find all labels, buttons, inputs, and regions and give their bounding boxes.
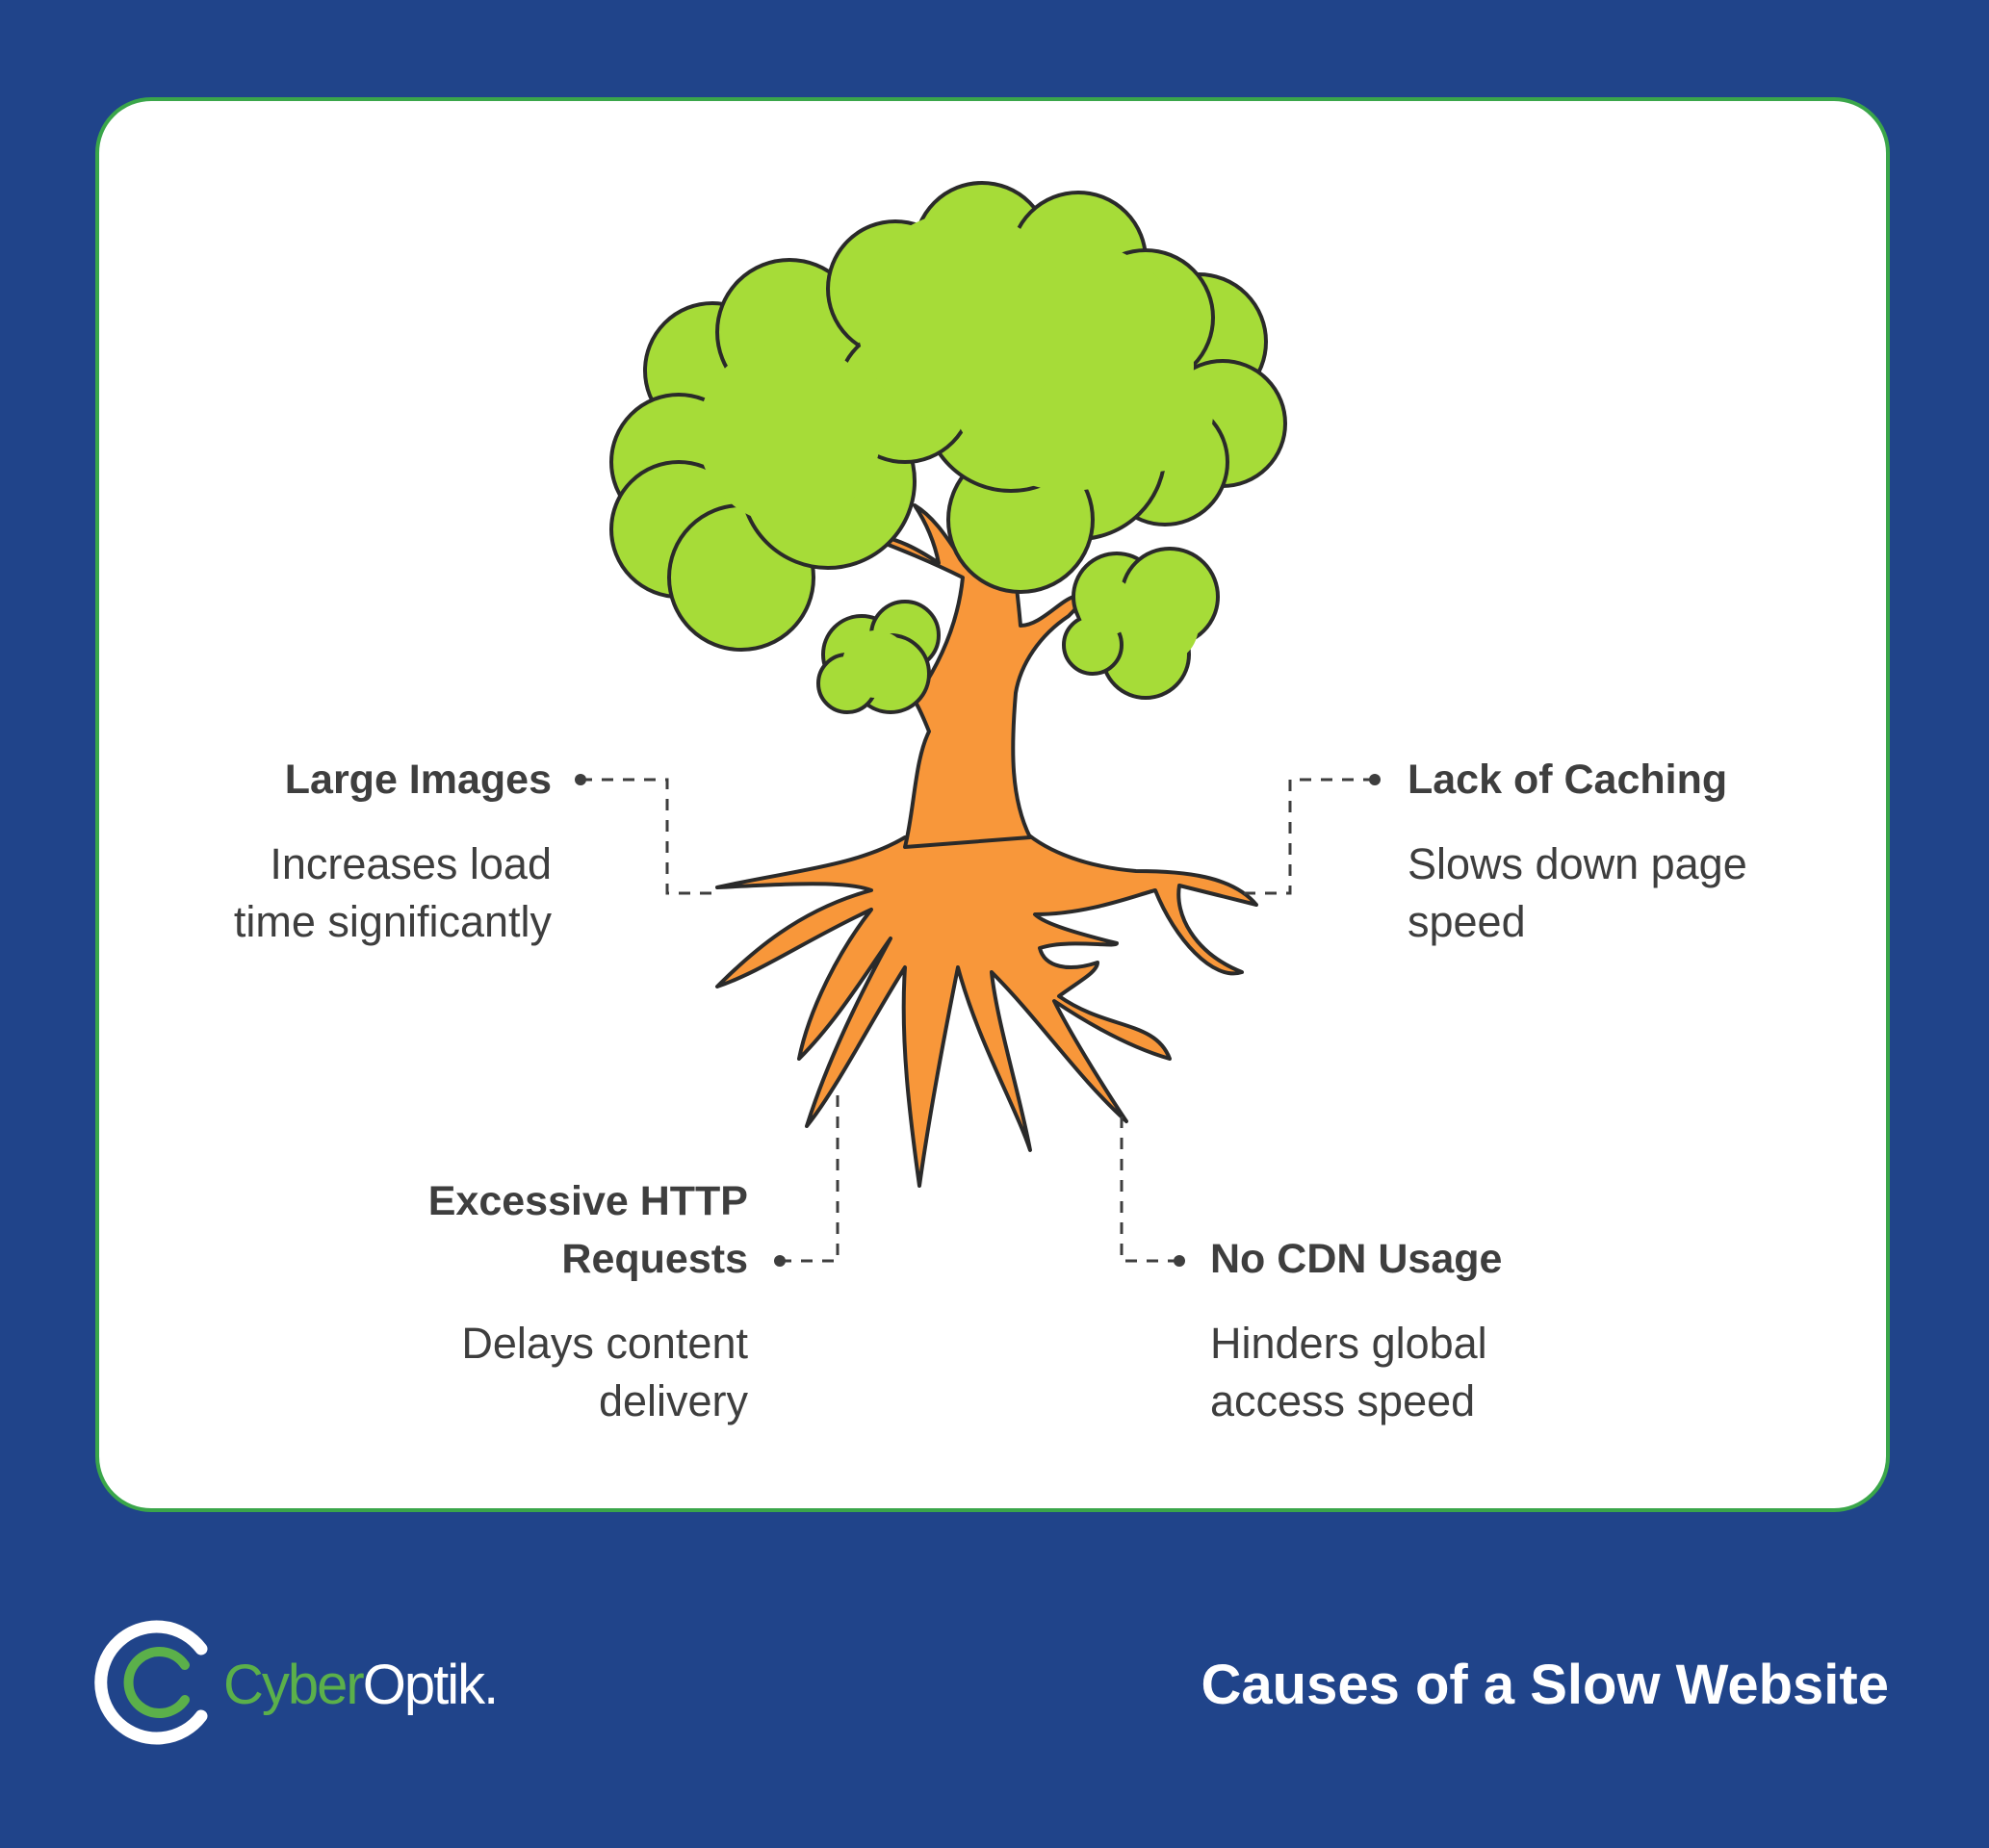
roots	[715, 826, 1258, 1188]
title-line: Requests	[561, 1236, 748, 1282]
item-title: Lack of Caching	[1408, 757, 1728, 803]
logo-word-cyber: Cyber	[223, 1654, 365, 1716]
item-lack-of-caching: Lack of Caching Slows down page speed	[1408, 751, 1908, 951]
item-large-images: Large Images Increases load time signifi…	[51, 751, 552, 951]
connectors	[581, 778, 1375, 1263]
desc-line: Increases load	[270, 839, 552, 888]
item-description: Hinders global access speed	[1210, 1315, 1711, 1430]
item-description: Delays content delivery	[247, 1315, 748, 1430]
title-line: Excessive HTTP	[427, 1178, 748, 1224]
item-description: Increases load time significantly	[51, 835, 552, 951]
desc-line: delivery	[598, 1376, 748, 1425]
desc-line: access speed	[1210, 1376, 1476, 1425]
desc-line: time significantly	[233, 897, 552, 946]
cyberoptik-logo-icon	[94, 1620, 208, 1745]
item-description: Slows down page speed	[1408, 835, 1908, 951]
item-title: No CDN Usage	[1210, 1236, 1503, 1282]
connector-dots	[575, 774, 1381, 1267]
footer-title: Causes of a Slow Website	[1201, 1654, 1889, 1716]
item-excessive-http-requests: Excessive HTTP Requests Delays content d…	[247, 1172, 748, 1430]
desc-line: speed	[1408, 897, 1526, 946]
item-title: Large Images	[284, 757, 552, 803]
logo-word-optik: Optik.	[362, 1654, 499, 1716]
desc-line: Hinders global	[1210, 1319, 1487, 1368]
item-title: Excessive HTTP Requests	[247, 1172, 748, 1288]
item-no-cdn-usage: No CDN Usage Hinders global access speed	[1210, 1230, 1711, 1430]
foliage-fill-overlay	[698, 212, 1213, 698]
desc-line: Slows down page	[1408, 839, 1747, 888]
logo-wordmark: CyberOptik.	[223, 1652, 499, 1719]
desc-line: Delays content	[461, 1319, 748, 1368]
